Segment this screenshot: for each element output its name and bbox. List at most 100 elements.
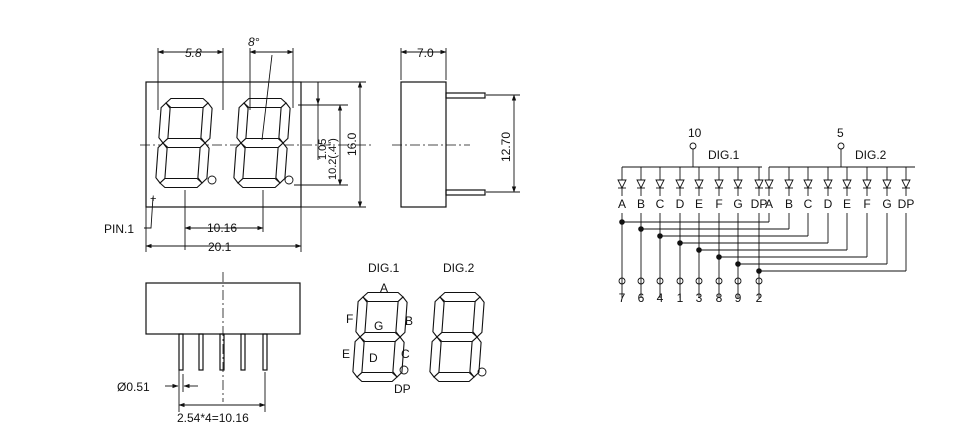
segment-label: D bbox=[824, 197, 833, 211]
diode-symbol bbox=[675, 179, 685, 190]
side-view-body bbox=[400, 81, 447, 208]
segment-label: D bbox=[676, 197, 685, 211]
front-pin-3 bbox=[219, 333, 225, 371]
dim-total-width-label: 20.1 bbox=[208, 240, 232, 254]
bottom-pin bbox=[695, 277, 703, 285]
dim-height-label: 16.0 bbox=[345, 132, 359, 156]
seg-label-b: B bbox=[405, 314, 413, 328]
top-dp-2 bbox=[284, 175, 294, 185]
top-digit-2-seg-d bbox=[237, 177, 281, 189]
dim-pin-dia-label: Ø0.51 bbox=[117, 380, 150, 394]
seg-label-g: G bbox=[374, 319, 383, 333]
id-digit-1 bbox=[352, 291, 408, 383]
id-digit-2-seg-f bbox=[432, 296, 445, 338]
seg-label-c: C bbox=[401, 347, 410, 361]
top-digit-1-seg-a bbox=[165, 97, 209, 109]
top-digit-1-seg-e bbox=[155, 142, 168, 184]
bottom-pin-label: 1 bbox=[677, 291, 684, 305]
top-digit-2-seg-g bbox=[240, 137, 284, 149]
bottom-pin-label: 7 bbox=[619, 291, 626, 305]
front-pin-4 bbox=[240, 333, 246, 371]
segment-label: G bbox=[882, 197, 891, 211]
top-view: 5.8 8° 1.05 10.2(.4") 16.0 + PIN.1 10.16 bbox=[104, 35, 372, 254]
segment-label: A bbox=[618, 197, 626, 211]
common2-pin bbox=[837, 142, 845, 150]
diode-symbol bbox=[842, 179, 852, 190]
top-dp-1 bbox=[207, 175, 217, 185]
segment-identification: DIG.1 DIG.2 A B C D E F G DP bbox=[342, 261, 487, 396]
id-digit-2-seg-c bbox=[469, 336, 482, 378]
front-pin-1 bbox=[178, 333, 184, 371]
id-digit-2 bbox=[429, 291, 485, 383]
segment-label: F bbox=[863, 197, 870, 211]
junction-dot bbox=[657, 233, 663, 239]
bottom-pin bbox=[618, 277, 626, 285]
dim-digit-width-label: 5.8 bbox=[185, 46, 202, 60]
id-dp-1 bbox=[399, 365, 409, 375]
top-digit-1-seg-d bbox=[159, 177, 203, 189]
diode-symbol bbox=[714, 179, 724, 190]
id-digit-2-seg-d bbox=[433, 371, 475, 383]
side-pin-bottom bbox=[445, 189, 486, 196]
segment-label: G bbox=[733, 197, 742, 211]
bottom-pin bbox=[715, 277, 723, 285]
dim-slant-label: 8° bbox=[248, 35, 260, 49]
seg-label-a: A bbox=[380, 281, 388, 295]
common2-pin-label: 5 bbox=[837, 126, 844, 140]
top-digit-2-seg-f bbox=[236, 102, 249, 144]
id-digit-1-seg-e bbox=[352, 336, 365, 378]
segment-label: E bbox=[843, 197, 851, 211]
top-digit-1-seg-f bbox=[158, 102, 171, 144]
top-digit-2-seg-c bbox=[275, 142, 288, 184]
segment-label: B bbox=[785, 197, 793, 211]
id-digit-2-seg-a bbox=[439, 291, 481, 303]
junction-dot bbox=[716, 254, 722, 260]
bottom-pin bbox=[676, 277, 684, 285]
common1-pin-label: 10 bbox=[688, 126, 702, 140]
top-digit-2-seg-e bbox=[233, 142, 246, 184]
segment-label: DP bbox=[751, 197, 768, 211]
schem-digit2-label: DIG.2 bbox=[855, 148, 887, 162]
schem-diodes bbox=[617, 167, 911, 196]
id-digit-2-seg-b bbox=[472, 296, 485, 338]
id-digit-2-seg-g bbox=[436, 331, 478, 343]
segment-label: DP bbox=[898, 197, 915, 211]
segment-label: B bbox=[637, 197, 645, 211]
seg-digit2-label: DIG.2 bbox=[443, 261, 475, 275]
diode-symbol bbox=[862, 179, 872, 190]
pin1-mark: + bbox=[150, 193, 156, 205]
diode-symbol bbox=[764, 179, 774, 190]
seg-label-dp: DP bbox=[394, 382, 411, 396]
top-digit-2 bbox=[233, 97, 291, 189]
front-pin-5 bbox=[262, 333, 268, 371]
diode-symbol bbox=[823, 179, 833, 190]
bottom-pin bbox=[734, 277, 742, 285]
segment-label: A bbox=[765, 197, 773, 211]
junction-dot bbox=[638, 226, 644, 232]
junction-dot bbox=[735, 261, 741, 267]
bottom-pin-label: 9 bbox=[735, 291, 742, 305]
dim-digit-pitch-label: 10.16 bbox=[207, 221, 237, 235]
diode-symbol bbox=[655, 179, 665, 190]
dim-depth-label: 7.0 bbox=[417, 46, 434, 60]
bottom-pin-label: 8 bbox=[716, 291, 723, 305]
side-pin-top bbox=[445, 92, 486, 99]
diode-symbol bbox=[694, 179, 704, 190]
seg-label-d: D bbox=[369, 351, 378, 365]
bottom-pin bbox=[656, 277, 664, 285]
diode-symbol bbox=[754, 179, 764, 190]
common1-pin bbox=[689, 142, 697, 150]
top-digit-1 bbox=[155, 97, 213, 189]
diode-symbol bbox=[803, 179, 813, 190]
dim-pin-span-label: 2.54*4=10.16 bbox=[177, 411, 249, 425]
id-digit-1-seg-d bbox=[356, 371, 398, 383]
segment-label: E bbox=[695, 197, 703, 211]
diode-symbol bbox=[901, 179, 911, 190]
dim-char-height-label: 10.2(.4") bbox=[327, 138, 339, 180]
front-view: Ø0.51 2.54*4=10.16 bbox=[117, 272, 301, 425]
diode-symbol bbox=[882, 179, 892, 190]
id-digit-1-seg-g bbox=[359, 331, 401, 343]
top-digit-1-seg-c bbox=[197, 142, 210, 184]
